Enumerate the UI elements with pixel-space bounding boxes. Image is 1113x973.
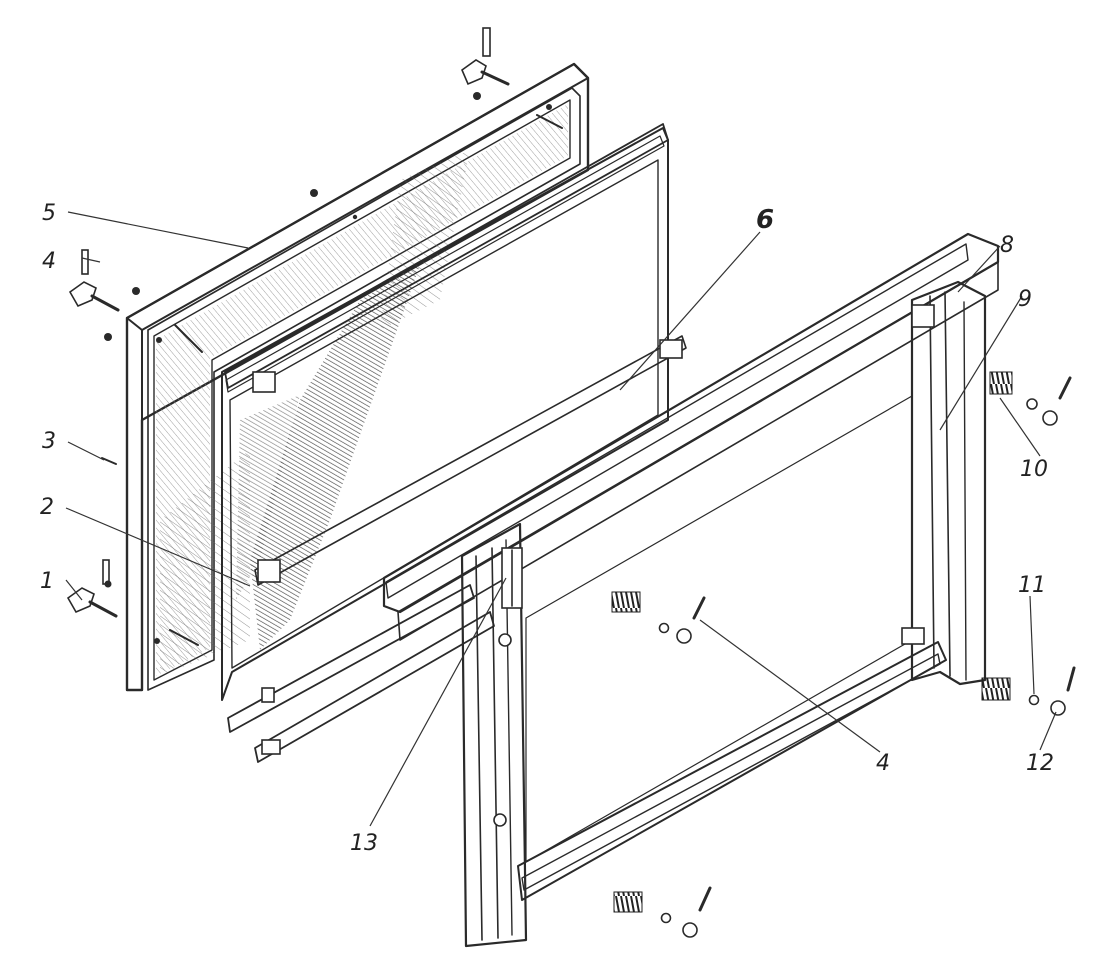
hardware-spring-nut-center bbox=[611, 591, 706, 644]
callout-8: 8 bbox=[1000, 233, 1014, 258]
mounting-frame-parts-8-9 bbox=[382, 232, 1000, 948]
hardware-spring-nut-bottom bbox=[613, 886, 712, 938]
outer-frame-part-5 bbox=[125, 62, 590, 692]
callout-10: 10 bbox=[1020, 457, 1048, 482]
callout-2: 2 bbox=[40, 495, 54, 520]
callout-4-center: 4 bbox=[876, 751, 890, 776]
callout-1: 1 bbox=[40, 569, 54, 594]
hardware-thumb-screw-top bbox=[461, 27, 510, 100]
callout-12: 12 bbox=[1026, 751, 1054, 776]
callout-6: 6 bbox=[756, 205, 774, 235]
callout-3: 3 bbox=[42, 429, 56, 454]
callout-9: 9 bbox=[1018, 287, 1032, 312]
glazed-sash-part-2 bbox=[221, 123, 687, 763]
hardware-spring-nut-right-lower bbox=[981, 666, 1076, 716]
callout-13: 13 bbox=[350, 831, 378, 856]
hardware-pin-3 bbox=[101, 457, 117, 465]
callout-labels: 1 2 3 4 5 6 8 9 10 11 4 12 13 bbox=[40, 201, 1054, 856]
hardware-thumb-screw-left-upper bbox=[68, 189, 318, 341]
hardware-spring-nut-right-upper bbox=[989, 371, 1072, 426]
callout-4-left: 4 bbox=[42, 249, 56, 274]
hardware-thumb-screw-left-lower bbox=[66, 559, 118, 618]
callout-5: 5 bbox=[42, 201, 56, 226]
callout-leaders bbox=[65, 211, 1057, 827]
callout-11: 11 bbox=[1018, 573, 1046, 598]
